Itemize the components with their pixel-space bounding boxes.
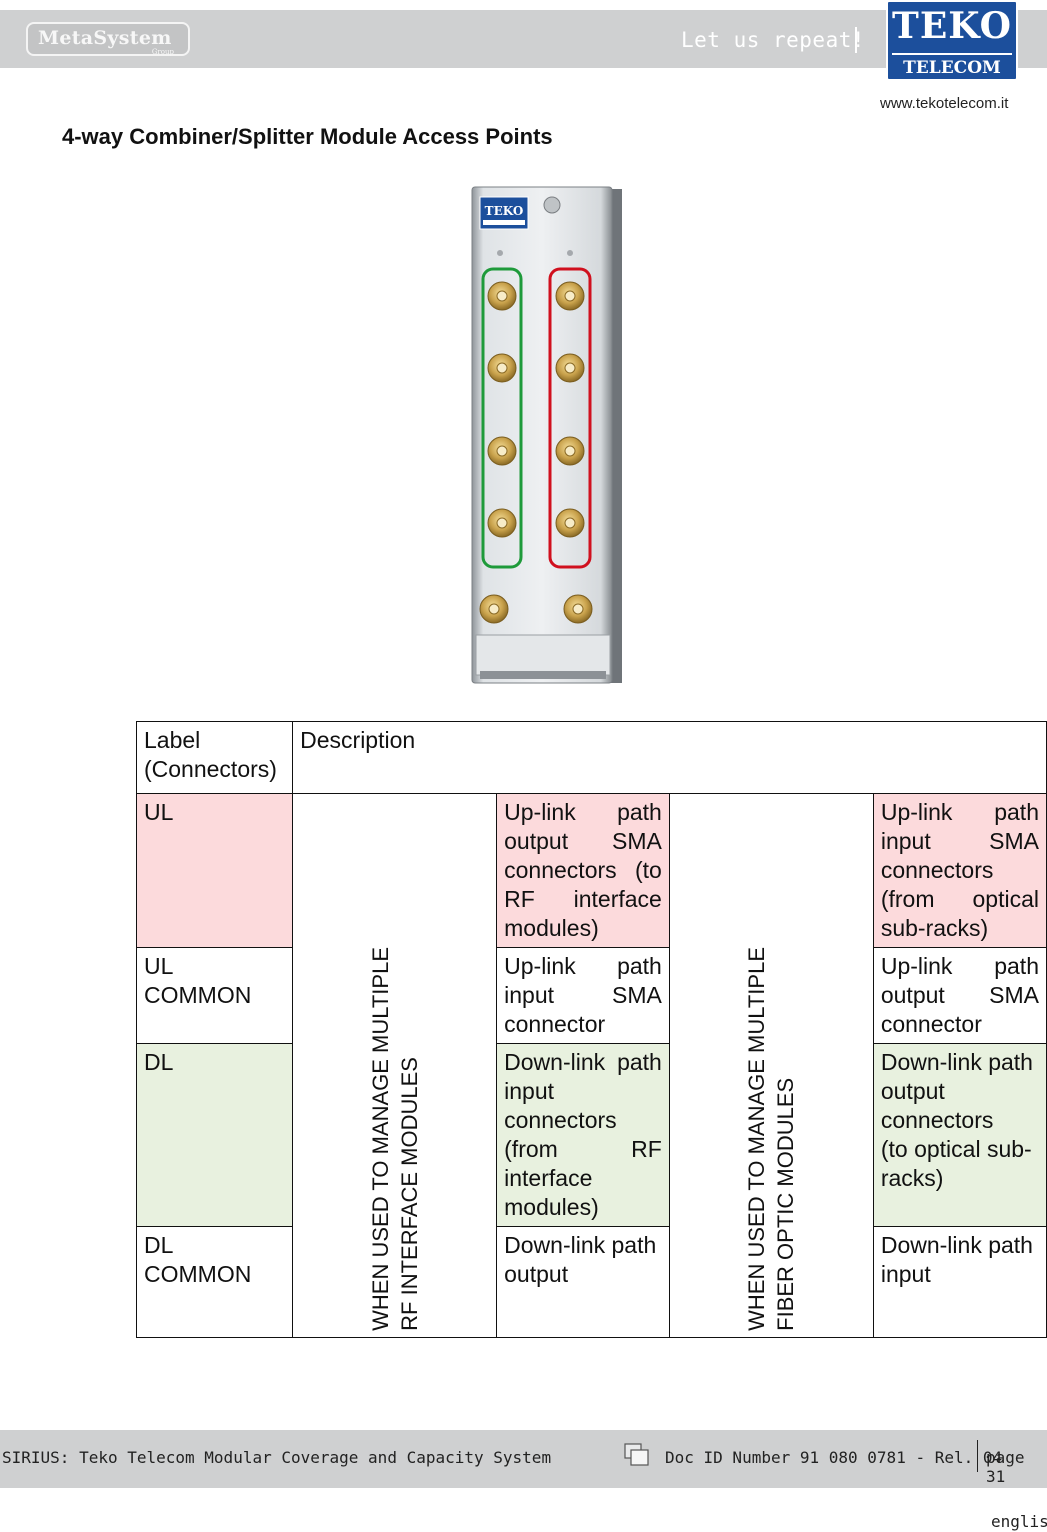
row-rf-dl: Down-link path input connectors (from RF… <box>496 1043 670 1227</box>
footer-separator <box>977 1440 978 1472</box>
row-rf-ul-common: Up-link path input SMA connector <box>496 947 670 1044</box>
connector-column-right <box>555 281 593 624</box>
header-label-cell: Label (Connectors) <box>135 721 294 794</box>
metasystem-logo-subtext: Group <box>151 48 174 56</box>
metasystem-logo: MetaSystem Group <box>26 22 190 56</box>
footer-page-number: page 31 <box>986 1448 1025 1486</box>
row-optic-dl: Down-link path output connectors (to opt… <box>872 1043 1047 1227</box>
row-label-ul-common: UL COMMON <box>135 947 294 1044</box>
copy-icon <box>624 1443 649 1466</box>
module-logo: TEKO <box>479 196 529 230</box>
row-label-ul: UL <box>135 793 294 948</box>
optic-group-label: WHEN USED TO MANAGE MULTIPLE FIBER OPTIC… <box>744 947 799 1331</box>
teko-logo-top: TEKO <box>892 5 1012 47</box>
table-row: UL WHEN USED TO MANAGE MULTIPLE RF INTER… <box>135 793 1047 1338</box>
header-divider <box>855 27 857 53</box>
row-optic-dl-common: Down-link path input <box>872 1226 1047 1338</box>
table-row: DL Down-link path input connectors (from… <box>135 1043 1047 1227</box>
footer-document-title: SIRIUS: Teko Telecom Modular Coverage an… <box>2 1448 552 1467</box>
row-rf-dl-common: Down-link path output <box>496 1226 670 1338</box>
table-row: UL COMMON Up-link path input SMA connect… <box>135 947 1047 1044</box>
teko-logo-bottom: TELECOM <box>903 58 1001 78</box>
access-points-table: Label (Connectors) Description UL WHEN U… <box>135 721 1047 1338</box>
row-label-dl: DL <box>135 1043 294 1227</box>
rf-group-label: WHEN USED TO MANAGE MULTIPLE RF INTERFAC… <box>367 947 422 1331</box>
row-optic-ul-common: Up-link path output SMA connector <box>872 947 1047 1044</box>
footer-doc-id: Doc ID Number 91 080 0781 - Rel. 04 <box>665 1448 1003 1467</box>
row-optic-ul: Up-link path input SMA connectors (from … <box>872 793 1047 948</box>
table-row: DL COMMON Down-link path output Down-lin… <box>135 1226 1047 1338</box>
optic-group-highlight <box>548 267 592 569</box>
row-label-dl-common: DL COMMON <box>135 1226 294 1338</box>
rf-group-cell: WHEN USED TO MANAGE MULTIPLE RF INTERFAC… <box>292 793 498 1338</box>
optic-group-cell: WHEN USED TO MANAGE MULTIPLE FIBER OPTIC… <box>668 793 874 1338</box>
row-rf-ul: Up-link path output SMA connectors (to R… <box>496 793 670 948</box>
website-url[interactable]: www.tekotelecom.it <box>880 95 1009 112</box>
language-label: english <box>991 1512 1047 1531</box>
header-description-cell: Description <box>292 721 1047 794</box>
teko-logo-rule <box>892 53 1012 55</box>
module-logo-text: TEKO <box>485 204 524 218</box>
table-header-row: Label (Connectors) Description <box>135 721 1047 794</box>
tagline: Let us repeat! <box>681 28 866 52</box>
footer-bar <box>0 1430 1047 1488</box>
teko-telecom-logo: TEKO TELECOM <box>886 0 1018 81</box>
connector-column-left <box>479 281 517 624</box>
rf-group-highlight <box>481 267 523 569</box>
module-photo: TEKO <box>471 186 622 684</box>
metasystem-logo-text: MetaSystem <box>38 27 172 49</box>
page-title: 4-way Combiner/Splitter Module Access Po… <box>62 124 553 149</box>
